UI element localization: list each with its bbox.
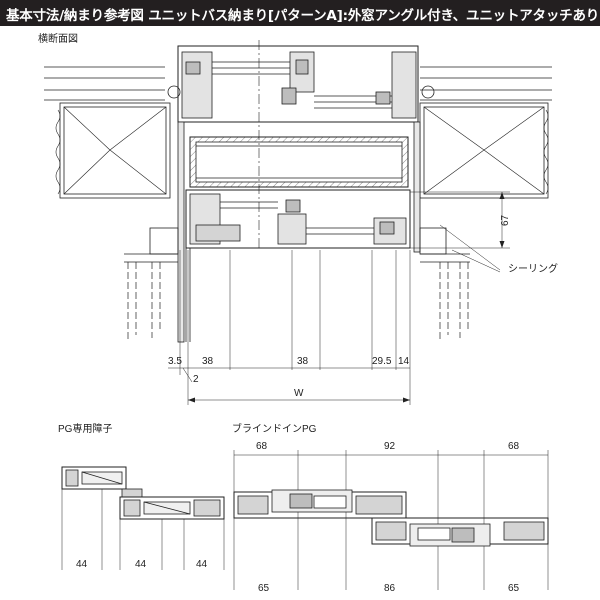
sealing-label: シーリング	[508, 262, 558, 275]
dim-29-5: 29.5	[372, 356, 392, 367]
dim-3-5: 3.5	[168, 356, 182, 367]
hatched-angle	[189, 136, 409, 188]
blind-in-pg-drawing	[233, 450, 549, 590]
dim-w: W	[294, 388, 304, 399]
dim-38-mid: 38	[297, 356, 309, 367]
pg-dim-b: 44	[135, 559, 147, 570]
cross-section-title: 横断面図	[38, 34, 78, 45]
blind-dim-top-left: 68	[256, 441, 268, 452]
left-insulation-panel	[55, 102, 171, 199]
pg-dim-a: 44	[76, 559, 88, 570]
cross-section-drawing	[44, 40, 552, 405]
header-bar: 基本寸法/納まり参考図 ユニットバス納まり[パターンA]:外窓アングル付き、ユニ…	[0, 0, 600, 26]
blind-dim-top-right: 68	[508, 441, 520, 452]
dim-14: 14	[398, 356, 410, 367]
outer-window-frame	[167, 45, 435, 123]
blind-dim-bot-left: 65	[258, 583, 270, 594]
page-title: 基本寸法/納まり参考図 ユニットバス納まり[パターンA]:外窓アングル付き、ユニ…	[6, 8, 600, 24]
pg-mullion-title: PG専用障子	[58, 424, 113, 435]
blind-dim-bot-mid: 86	[384, 583, 396, 594]
unit-bath-panels	[124, 121, 470, 343]
pg-dim-c: 44	[196, 559, 208, 570]
dim-67: 67	[500, 214, 511, 226]
dim-38-left: 38	[202, 356, 214, 367]
pg-mullion-drawing	[61, 466, 225, 570]
blind-dim-bot-right: 65	[508, 583, 520, 594]
right-insulation-panel	[419, 102, 549, 199]
blind-dim-top-mid: 92	[384, 441, 396, 452]
inner-window-frame	[185, 189, 411, 249]
blind-in-pg-title: ブラインドインPG	[232, 424, 317, 435]
dim-2: 2	[193, 374, 199, 385]
